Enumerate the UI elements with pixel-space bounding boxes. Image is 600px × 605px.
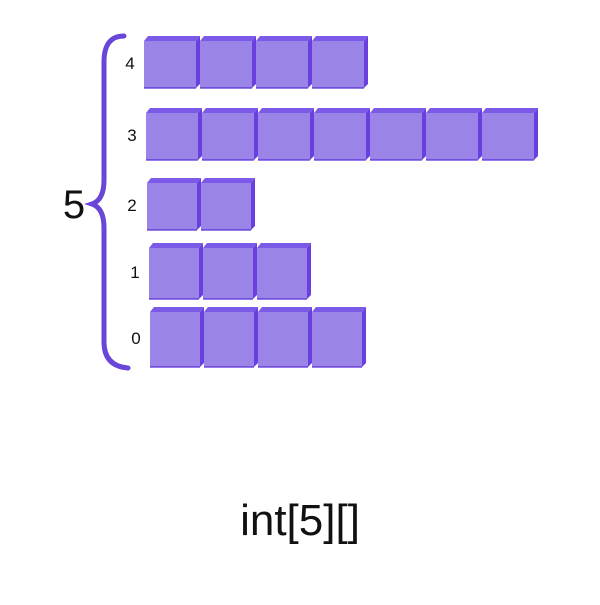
- cell-side-face: [310, 108, 314, 160]
- cell-front-face: [314, 113, 366, 160]
- cell-front-face: [150, 312, 200, 367]
- array-cell: [258, 307, 312, 368]
- cell-front-face: [203, 248, 253, 299]
- row-index-label: 2: [127, 196, 136, 215]
- cell-front-face: [312, 41, 364, 88]
- cell-side-face: [199, 243, 203, 299]
- cell-top-face: [149, 243, 203, 248]
- cell-front-face: [426, 113, 478, 160]
- array-cell: [200, 36, 256, 89]
- cell-top-face: [312, 307, 366, 312]
- cell-side-face: [253, 243, 257, 299]
- array-cell: [256, 36, 312, 89]
- row-index-label: 4: [125, 54, 134, 73]
- outer-brace: [84, 33, 131, 371]
- outer-length-label: 5: [63, 183, 85, 227]
- cell-side-face: [364, 36, 368, 88]
- row-index-label: 1: [130, 263, 139, 282]
- cell-side-face: [307, 243, 311, 299]
- array-row-0: 0: [131, 307, 366, 368]
- cell-side-face: [197, 178, 201, 230]
- array-cell: [149, 243, 203, 300]
- cell-side-face: [422, 108, 426, 160]
- array-row-1: 1: [130, 243, 311, 300]
- cell-top-face: [482, 108, 538, 113]
- array-cell: [204, 307, 258, 368]
- array-cell: [258, 108, 314, 161]
- cell-side-face: [254, 108, 258, 160]
- array-row-4: 4: [125, 36, 368, 89]
- cell-side-face: [254, 307, 258, 367]
- cell-top-face: [204, 307, 258, 312]
- cell-top-face: [144, 36, 200, 41]
- cell-side-face: [251, 178, 255, 230]
- row-index-label: 3: [127, 126, 136, 145]
- array-cell: [144, 36, 200, 89]
- array-cell: [257, 243, 311, 300]
- cell-top-face: [147, 178, 201, 183]
- cell-side-face: [198, 108, 202, 160]
- cell-front-face: [147, 183, 197, 230]
- array-cell: [482, 108, 538, 161]
- cell-front-face: [482, 113, 534, 160]
- array-cell: [146, 108, 202, 161]
- array-cell: [202, 108, 258, 161]
- declaration-caption: int[5][]: [240, 496, 360, 545]
- array-cell: [203, 243, 257, 300]
- cell-top-face: [201, 178, 255, 183]
- cell-top-face: [314, 108, 370, 113]
- array-cell: [150, 307, 204, 368]
- cell-top-face: [258, 108, 314, 113]
- cell-front-face: [149, 248, 199, 299]
- cell-front-face: [312, 312, 362, 367]
- cell-top-face: [203, 243, 257, 248]
- row-index-label: 0: [131, 329, 140, 348]
- cell-front-face: [204, 312, 254, 367]
- array-cell: [314, 108, 370, 161]
- cell-side-face: [362, 307, 366, 367]
- cell-front-face: [202, 113, 254, 160]
- cell-side-face: [534, 108, 538, 160]
- cell-top-face: [370, 108, 426, 113]
- cell-front-face: [370, 113, 422, 160]
- cell-top-face: [426, 108, 482, 113]
- cell-side-face: [252, 36, 256, 88]
- cell-top-face: [258, 307, 312, 312]
- array-row-2: 2: [127, 178, 255, 231]
- cell-front-face: [200, 41, 252, 88]
- array-cell: [312, 307, 366, 368]
- cell-front-face: [144, 41, 196, 88]
- cell-top-face: [257, 243, 311, 248]
- cell-front-face: [257, 248, 307, 299]
- array-cell: [201, 178, 255, 231]
- cell-front-face: [201, 183, 251, 230]
- cell-side-face: [196, 36, 200, 88]
- cell-top-face: [146, 108, 202, 113]
- cell-top-face: [256, 36, 312, 41]
- cell-top-face: [200, 36, 256, 41]
- cell-side-face: [366, 108, 370, 160]
- cell-side-face: [308, 307, 312, 367]
- cell-front-face: [258, 312, 308, 367]
- cell-top-face: [202, 108, 258, 113]
- array-rows: 0 1 2 3 4: [125, 36, 538, 368]
- cell-front-face: [258, 113, 310, 160]
- cell-side-face: [200, 307, 204, 367]
- array-row-3: 3: [127, 108, 538, 161]
- cell-top-face: [150, 307, 204, 312]
- array-cell: [312, 36, 368, 89]
- cell-top-face: [312, 36, 368, 41]
- curly-brace-shape: [84, 33, 131, 371]
- array-cell: [426, 108, 482, 161]
- array-cell: [147, 178, 201, 231]
- cell-front-face: [146, 113, 198, 160]
- cell-side-face: [478, 108, 482, 160]
- cell-side-face: [308, 36, 312, 88]
- cell-front-face: [256, 41, 308, 88]
- array-cell: [370, 108, 426, 161]
